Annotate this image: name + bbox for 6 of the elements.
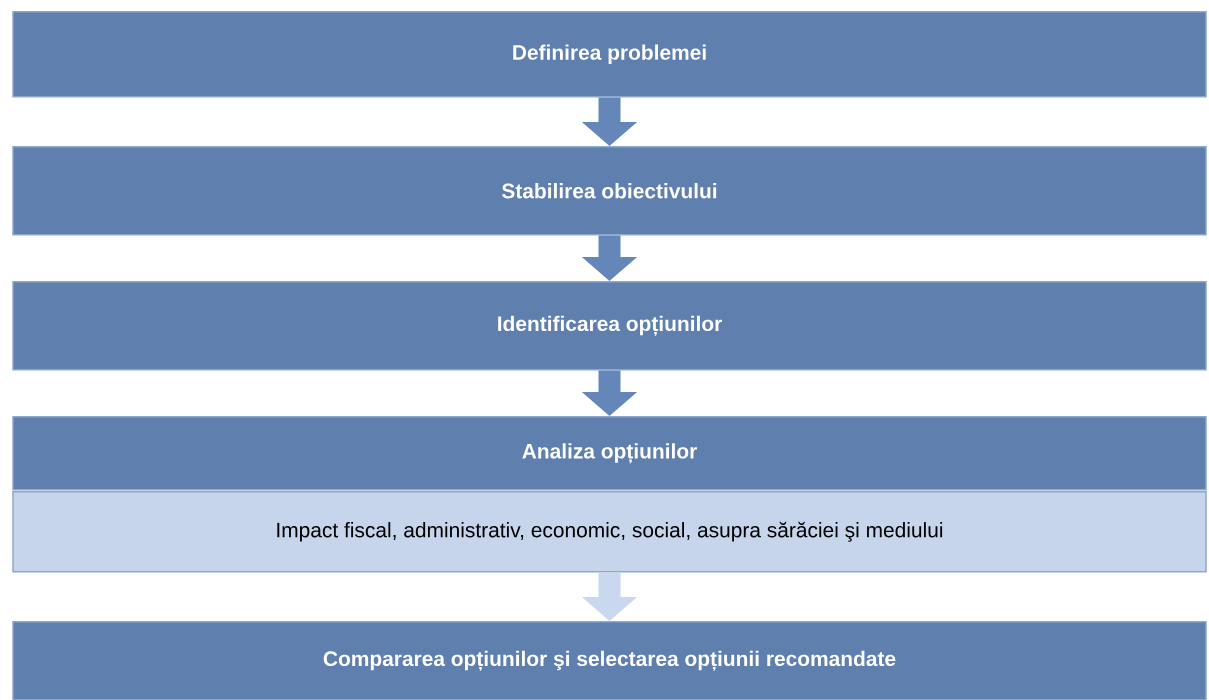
process-box: Analiza opțiunilor bbox=[12, 416, 1207, 491]
process-box: Stabilirea obiectivului bbox=[12, 146, 1207, 236]
process-box: Definirea problemei bbox=[12, 11, 1207, 98]
process-box: Compararea opțiunilor şi selectarea opțiunii recomandate bbox=[12, 621, 1207, 700]
process-box: Impact fiscal, administrativ, economic, social, asupra sărăciei şi mediului bbox=[12, 491, 1207, 573]
process-box: Identificarea opțiunilor bbox=[12, 281, 1207, 371]
